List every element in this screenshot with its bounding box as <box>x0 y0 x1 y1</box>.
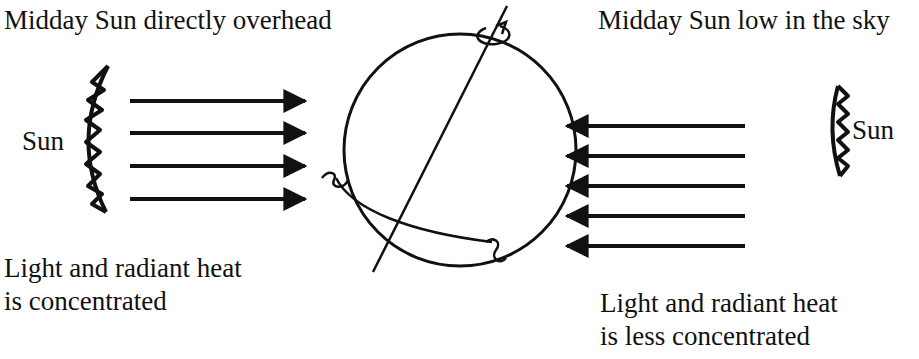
sun-edge <box>832 86 840 176</box>
earth-circle <box>344 34 576 266</box>
note-label: Light and radiant heat is concentrated <box>4 252 266 318</box>
tropic-mark <box>486 240 506 262</box>
note-label: Light and radiant heat is less concentra… <box>600 287 862 353</box>
sun-label: Sun <box>22 125 82 158</box>
heading-label: Midday Sun directly overhead <box>4 4 404 37</box>
sun-edge <box>88 66 108 212</box>
sun-symbol <box>838 86 848 176</box>
rotation-arrow-head <box>496 22 506 34</box>
sun-label: Sun <box>852 114 912 147</box>
tropic-curve <box>336 178 492 242</box>
sun-rays-left <box>130 101 305 199</box>
sun-rays-right <box>567 126 745 246</box>
heading-label: Midday Sun low in the sky <box>598 4 914 37</box>
sun-symbol <box>86 66 108 212</box>
tropic-mark <box>322 173 348 187</box>
